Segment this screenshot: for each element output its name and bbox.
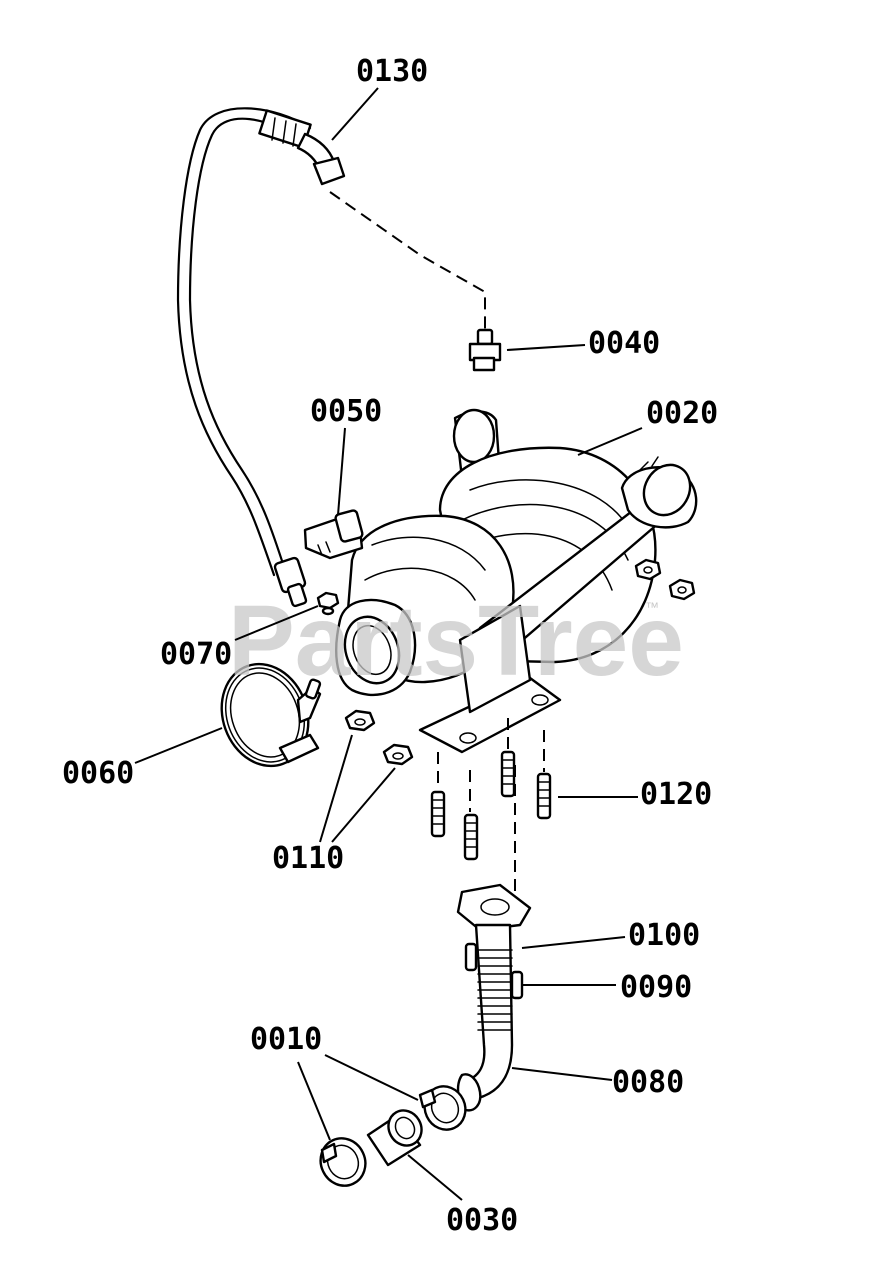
part-label-0120[interactable]: 0120 <box>640 777 712 812</box>
leader-lines <box>134 87 643 1201</box>
plug-0070 <box>316 591 340 616</box>
stud-0120 <box>500 750 516 798</box>
stud-0120 <box>430 790 446 838</box>
watermark: PartsTree <box>228 585 684 697</box>
turbocharger-0020 <box>335 408 698 754</box>
assembly-path-line <box>329 191 486 330</box>
fitting-0040 <box>468 328 502 372</box>
part-label-0060[interactable]: 0060 <box>62 756 134 791</box>
part-label-0010[interactable]: 0010 <box>250 1022 322 1057</box>
part-label-0020[interactable]: 0020 <box>646 396 718 431</box>
flange-nut-0110 <box>382 743 414 766</box>
sensor-0050 <box>303 509 364 560</box>
part-label-0110[interactable]: 0110 <box>272 841 344 876</box>
hose-0030 <box>366 1109 423 1167</box>
hose-clamp-0010 <box>418 1085 467 1131</box>
part-label-0100[interactable]: 0100 <box>628 918 700 953</box>
part-label-0080[interactable]: 0080 <box>612 1065 684 1100</box>
v-band-clamp-0060 <box>220 662 322 768</box>
oil-drain-tube-0080 <box>456 883 532 1112</box>
watermark-trademark: ™ <box>645 599 659 615</box>
flange-nut <box>634 558 662 581</box>
part-label-0130[interactable]: 0130 <box>356 54 428 89</box>
flange-nut-0110 <box>344 709 376 732</box>
part-label-0070[interactable]: 0070 <box>160 637 232 672</box>
stud-0120 <box>463 813 479 861</box>
part-label-0050[interactable]: 0050 <box>310 394 382 429</box>
part-label-0040[interactable]: 0040 <box>588 326 660 361</box>
oil-supply-line-0130 <box>176 107 346 608</box>
part-label-0090[interactable]: 0090 <box>620 970 692 1005</box>
stud-0120 <box>536 772 552 820</box>
hose-clamp-0010 <box>319 1137 367 1187</box>
part-label-0030[interactable]: 0030 <box>446 1203 518 1238</box>
flange-nut <box>668 578 696 601</box>
